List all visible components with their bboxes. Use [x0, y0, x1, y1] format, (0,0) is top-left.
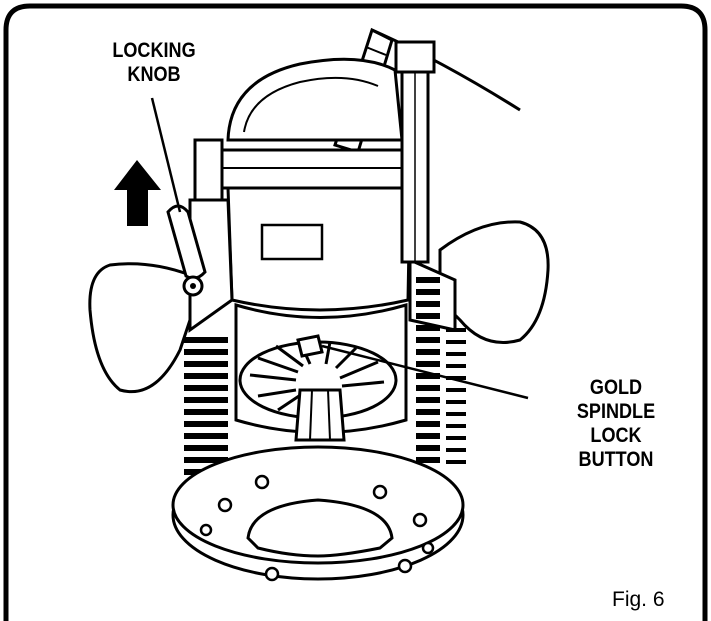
motor-top: [226, 57, 404, 142]
locking-knob-label: LOCKING KNOB: [102, 39, 205, 87]
spindle-lock-label-line-2: SPINDLE: [576, 400, 656, 423]
clamp-latch: [193, 138, 224, 202]
collet-nut: [294, 388, 346, 442]
spindle-lock-label-line-3: LOCK: [590, 424, 642, 447]
right-spring: [416, 277, 440, 463]
right-outer-spring: [446, 328, 466, 464]
right-handle: [438, 220, 550, 344]
figure-frame: [3, 3, 708, 621]
spindle-lock-label-line-4: BUTTON: [578, 448, 654, 471]
motor-label-plate: [260, 223, 324, 261]
left-spring: [184, 337, 228, 475]
spindle-lock-button: [296, 334, 324, 358]
column-cap: [394, 40, 436, 74]
locking-knob-leader: [150, 97, 182, 213]
figure-caption: Fig. 6: [612, 588, 665, 612]
base-screws: [199, 474, 435, 582]
figure-caption-text: Fig. 6: [612, 588, 665, 611]
locking-knob-label-line-2: KNOB: [127, 63, 181, 86]
left-handle: [88, 262, 192, 394]
locking-knob-label-line-1: LOCKING: [112, 39, 196, 62]
spindle-lock-label-line-1: GOLD: [589, 376, 643, 399]
spindle-lock-label: GOLD SPINDLE LOCK BUTTON: [556, 376, 676, 472]
motor-top-inner: [243, 76, 379, 133]
up-arrow-icon: [114, 160, 161, 226]
base-opening: [246, 498, 394, 558]
spindle-lock-leader: [321, 344, 529, 400]
